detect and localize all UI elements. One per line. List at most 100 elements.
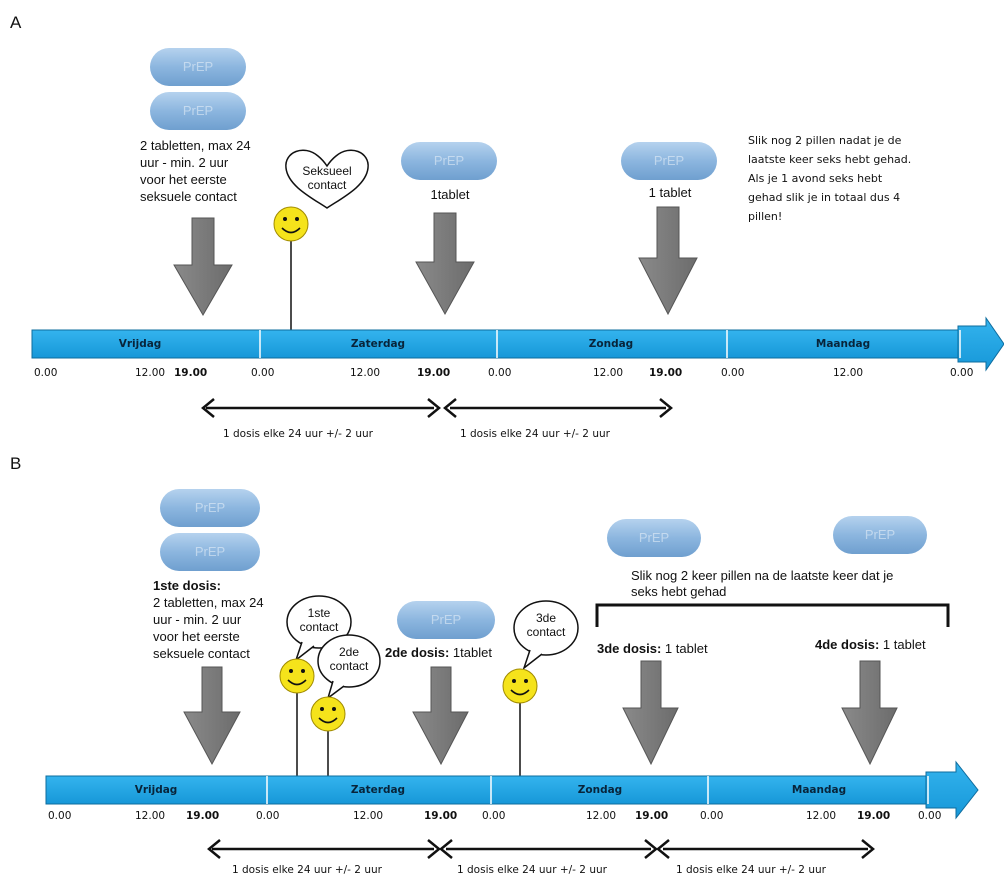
smiley-eye: [512, 679, 516, 683]
pill-icon: [150, 48, 246, 86]
dose-amount: 1 tablet: [661, 641, 708, 656]
day-label: Maandag: [815, 338, 871, 350]
day-label: Zondag: [577, 784, 623, 796]
bubble-text: Seksueel: [302, 164, 352, 178]
hour-label: 0.00: [488, 367, 512, 379]
day-label: Zaterdag: [350, 338, 406, 350]
interval-arrowhead: [439, 839, 453, 859]
interval-arrowhead: [656, 839, 670, 859]
note-line: seks hebt gehad: [631, 584, 727, 599]
hour-label: 12.00: [135, 367, 166, 379]
hour-label: 12.00: [350, 367, 381, 379]
smiley-icon: [279, 658, 315, 694]
smiley-eye: [301, 669, 305, 673]
hour-label: 19.00: [649, 367, 683, 379]
smiley-eye: [295, 217, 299, 221]
pill-label: PrEP: [194, 544, 226, 559]
note-line: pillen!: [748, 210, 783, 223]
smiley-eye: [524, 679, 528, 683]
bubble-text: contact: [299, 620, 339, 634]
smiley-icon: [273, 206, 309, 242]
pill-icon: [621, 142, 717, 180]
dose-label: 2de dosis: 1tablet: [385, 645, 492, 661]
note-line: gehad slik je in totaal dus 4: [748, 191, 901, 204]
hour-label: 19.00: [857, 810, 891, 822]
first-dose-line: 2 tabletten, max 24: [153, 595, 264, 610]
hour-label: 0.00: [721, 367, 745, 379]
bubble-text: contact: [307, 178, 347, 192]
dose-arrow: [622, 660, 679, 766]
dose-label: 3de dosis: 1 tablet: [597, 641, 708, 657]
pill-icon: [401, 142, 497, 180]
heart-bubble-icon: [285, 149, 369, 209]
first-dose-line: 2 tabletten, max 24: [140, 138, 251, 153]
day-label: Vrijdag: [134, 784, 178, 796]
interval-arrowhead: [201, 398, 215, 418]
hour-label: 19.00: [424, 810, 458, 822]
interval-arrowhead: [659, 398, 673, 418]
note-line: Slik nog 2 keer pillen na de laatste kee…: [631, 568, 894, 583]
panel-label: B: [10, 454, 22, 473]
speech-bubble: [286, 595, 352, 649]
interval-arrowhead: [427, 398, 441, 418]
hour-label: 19.00: [417, 367, 451, 379]
panel-label: A: [10, 13, 22, 32]
pill-label: PrEP: [433, 153, 465, 168]
hour-label: 0.00: [950, 367, 974, 379]
smiley-mouth: [318, 717, 338, 724]
pill-icon: [160, 533, 260, 571]
dose-arrow: [638, 206, 698, 316]
interval-arrowhead: [207, 839, 221, 859]
bracket: [595, 603, 950, 627]
smiley-icon: [502, 668, 538, 704]
hour-label: 19.00: [186, 810, 220, 822]
interval-label: 1 dosis elke 24 uur +/- 2 uur: [223, 428, 373, 440]
first-dose-line: seksuele contact: [140, 189, 237, 204]
note-line: Als je 1 avond seks hebt: [748, 172, 883, 185]
dose-label: 4de dosis: 1 tablet: [815, 637, 926, 653]
hour-label: 12.00: [806, 810, 837, 822]
dose-title: 2de dosis:: [385, 645, 450, 660]
hour-label: 19.00: [635, 810, 669, 822]
hour-label: 0.00: [700, 810, 724, 822]
day-label: Vrijdag: [118, 338, 162, 350]
hour-label: 0.00: [256, 810, 280, 822]
interval-label: 1 dosis elke 24 uur +/- 2 uur: [457, 864, 607, 876]
bubble-text: 3de: [535, 611, 557, 625]
pill-label: PrEP: [864, 527, 896, 542]
speech-bubble: [317, 634, 381, 688]
hour-label: 0.00: [251, 367, 275, 379]
timeline-bar: [45, 775, 929, 805]
bubble-text: 2de: [338, 645, 360, 659]
day-label: Zondag: [588, 338, 634, 350]
hour-label: 12.00: [833, 367, 864, 379]
first-dose-line: voor het eerste: [153, 629, 240, 644]
hour-label: 12.00: [586, 810, 617, 822]
timeline-bar: [31, 329, 961, 359]
dose-amount: 1tablet: [449, 645, 492, 660]
smiley-icon: [310, 696, 346, 732]
smiley-eye: [320, 707, 324, 711]
interval-label: 1 dosis elke 24 uur +/- 2 uur: [676, 864, 826, 876]
dose-amount: 1 tablet: [879, 637, 926, 652]
first-dose-line: uur - min. 2 uur: [140, 155, 229, 170]
dose-arrow: [415, 212, 475, 316]
dose-title: 3de dosis:: [597, 641, 662, 656]
hour-label: 12.00: [353, 810, 384, 822]
smiley-mouth: [510, 689, 530, 696]
dose-label: 1tablet: [430, 187, 470, 202]
first-dose-line: seksuele contact: [153, 646, 250, 661]
dose-arrow: [183, 666, 241, 766]
hour-label: 0.00: [918, 810, 942, 822]
day-label: Maandag: [791, 784, 847, 796]
dose-label: 1 tablet: [648, 185, 692, 200]
smiley-eye: [283, 217, 287, 221]
note-line: laatste keer seks hebt gehad.: [748, 153, 912, 166]
smiley-mouth: [281, 227, 301, 234]
day-label: Zaterdag: [350, 784, 406, 796]
hour-label: 19.00: [174, 367, 208, 379]
dose-arrow: [173, 217, 233, 316]
hour-label: 0.00: [48, 810, 72, 822]
smiley-eye: [332, 707, 336, 711]
pill-icon: [150, 92, 246, 130]
